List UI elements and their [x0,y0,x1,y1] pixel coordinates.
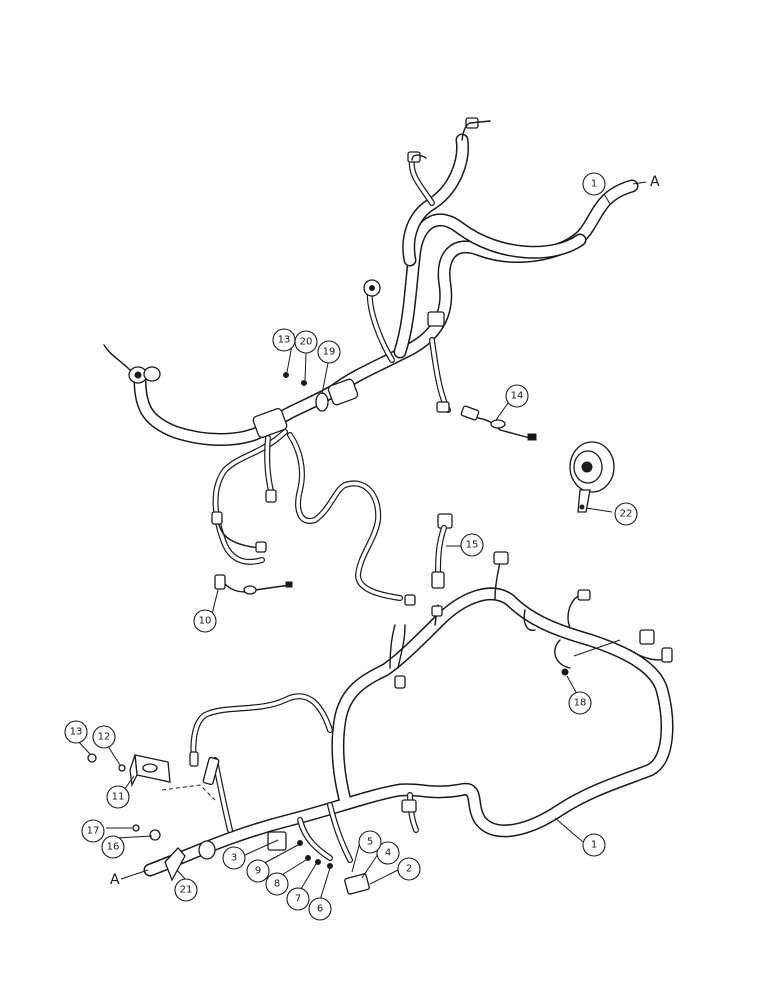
callout-20[interactable]: 20 [294,330,318,354]
callout-16[interactable]: 16 [101,835,125,859]
svg-text:7: 7 [295,894,301,905]
callout-1-bottom[interactable]: 1 [582,833,606,857]
callout-4[interactable]: 4 [376,841,400,865]
callout-11[interactable]: 11 [106,785,130,809]
callout-14[interactable]: 14 [505,384,529,408]
svg-text:5: 5 [367,837,373,848]
middle-harness [211,429,416,606]
callout-19[interactable]: 19 [317,340,341,364]
svg-text:12: 12 [98,732,111,743]
callout-1-top[interactable]: 1 [582,172,606,196]
horn-part-22 [569,441,615,513]
svg-text:10: 10 [199,616,212,627]
svg-text:6: 6 [317,904,323,915]
reference-letter-a-top: A [650,174,660,190]
svg-text:18: 18 [574,698,587,709]
svg-text:16: 16 [107,842,120,853]
svg-text:1: 1 [591,840,597,851]
svg-text:2: 2 [406,864,412,875]
svg-text:14: 14 [511,391,524,402]
callout-8[interactable]: 8 [265,872,289,896]
callout-21[interactable]: 21 [174,878,198,902]
callout-12[interactable]: 12 [92,725,116,749]
callout-17[interactable]: 17 [81,819,105,843]
callout-10[interactable]: 10 [193,609,217,633]
callout-13-lower[interactable]: 13 [64,720,88,744]
svg-text:11: 11 [112,792,125,803]
callout-9[interactable]: 9 [246,859,270,883]
callout-2[interactable]: 2 [397,857,421,881]
svg-text:9: 9 [255,866,261,877]
svg-text:17: 17 [87,826,100,837]
svg-text:20: 20 [300,337,313,348]
callout-5[interactable]: 5 [358,830,382,854]
svg-text:1: 1 [591,179,597,190]
callout-15[interactable]: 15 [460,533,484,557]
lower-harness [87,372,674,895]
callout-7[interactable]: 7 [286,887,310,911]
callout-3[interactable]: 3 [222,846,246,870]
svg-text:4: 4 [385,848,391,859]
svg-text:13: 13 [278,335,291,346]
reference-letter-a-bottom: A [110,872,120,888]
leader-lines [76,193,621,901]
sensor-part-10 [214,574,293,595]
pigtail-part-15 [431,513,453,589]
svg-text:3: 3 [231,853,237,864]
sensor-part-14 [460,405,537,441]
upper-harness [103,117,639,446]
callout-18[interactable]: 18 [568,691,592,715]
callout-6[interactable]: 6 [308,897,332,921]
callout-13-upper[interactable]: 13 [272,328,296,352]
svg-text:13: 13 [70,727,83,738]
svg-text:22: 22 [620,509,633,520]
svg-text:8: 8 [274,879,280,890]
callout-22[interactable]: 22 [614,502,638,526]
svg-text:19: 19 [323,347,336,358]
svg-text:21: 21 [180,885,193,896]
svg-text:15: 15 [466,540,479,551]
